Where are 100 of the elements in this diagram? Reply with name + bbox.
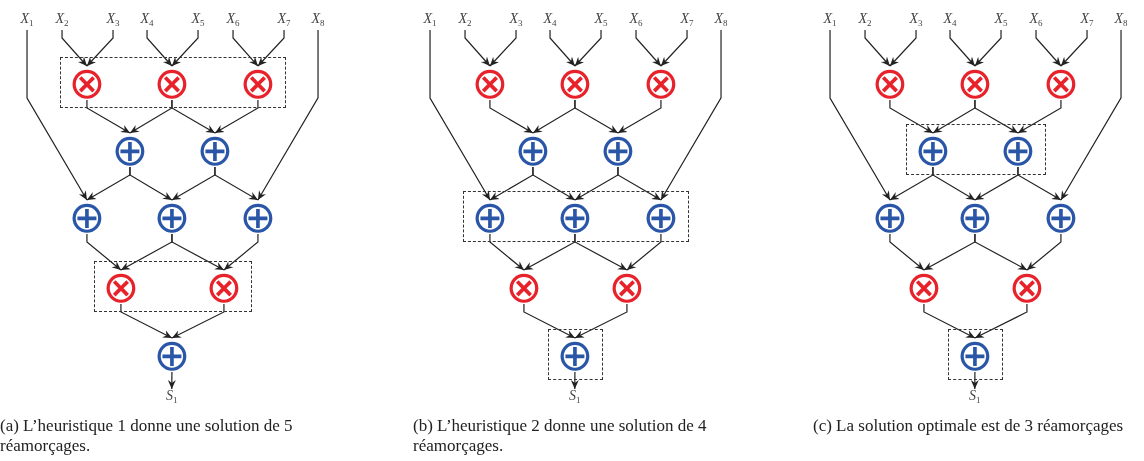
arrow — [864, 29, 891, 67]
arrow — [549, 29, 576, 67]
operator-symbol: ⊕ — [956, 338, 994, 372]
operator-symbol: ⊗ — [153, 66, 191, 100]
input-label: X$_{1}$ — [423, 12, 437, 30]
arrow — [489, 233, 525, 271]
input-label: X$_{4}$ — [943, 12, 957, 30]
arrow — [974, 233, 1028, 271]
arrow — [1035, 29, 1062, 67]
operator-symbol: ⊕ — [642, 200, 680, 234]
input-label: X$_{4}$ — [543, 12, 557, 30]
arrow — [523, 303, 576, 339]
arrow — [1060, 29, 1122, 201]
operator-symbol: ⊕ — [196, 133, 234, 167]
arrow — [167, 371, 176, 390]
arrow — [617, 99, 662, 134]
arrow — [86, 233, 122, 271]
input-label: X$_{5}$ — [994, 12, 1008, 30]
operator-symbol: ⊕ — [68, 200, 106, 234]
operator-symbol: ⊕ — [471, 200, 509, 234]
operator-symbol: ⊗ — [68, 66, 106, 100]
operator-symbol: ⊕ — [599, 133, 637, 167]
arrow — [171, 303, 225, 339]
caption: (c) La solution optimale est de 3 réamorçages — [813, 416, 1125, 436]
operator-symbol: ⊕ — [153, 200, 191, 234]
arrow — [889, 233, 925, 271]
input-label: X$_{7}$ — [277, 12, 291, 30]
arrow — [617, 166, 662, 201]
input-label: X$_{8}$ — [1114, 12, 1128, 30]
arrow — [829, 29, 891, 201]
caption: (b) L’heuristique 2 donne une solution de 4 réamorçages. — [413, 416, 708, 456]
operator-symbol: ⊕ — [153, 338, 191, 372]
arrow — [146, 29, 173, 67]
dashed-group-box — [947, 329, 1003, 380]
input-label: X$_{1}$ — [823, 12, 837, 30]
arrow — [223, 233, 259, 271]
operator-symbol: ⊗ — [905, 270, 943, 304]
operator-symbol: ⊕ — [871, 200, 909, 234]
input-label: X$_{3}$ — [509, 12, 523, 30]
input-label: X$_{7}$ — [680, 12, 694, 30]
arrow — [660, 29, 722, 201]
input-label: X$_{1}$ — [20, 12, 34, 30]
arrow — [635, 29, 662, 67]
arrow — [214, 166, 259, 201]
arrow — [574, 99, 619, 134]
output-label: S$_{1}$ — [569, 389, 581, 407]
input-label: X$_{3}$ — [909, 12, 923, 30]
input-label: X$_{3}$ — [106, 12, 120, 30]
input-label: X$_{6}$ — [226, 12, 240, 30]
arrow — [889, 99, 934, 134]
input-label: X$_{6}$ — [629, 12, 643, 30]
input-label: X$_{2}$ — [858, 12, 872, 30]
operator-symbol: ⊕ — [956, 200, 994, 234]
operator-symbol: ⊗ — [239, 66, 277, 100]
input-label: X$_{4}$ — [140, 12, 154, 30]
arrow — [889, 29, 917, 67]
arrow — [1017, 166, 1062, 201]
arrow — [660, 29, 688, 67]
operator-symbol: ⊕ — [514, 133, 552, 167]
arrow — [257, 29, 319, 201]
dashed-group-box — [462, 191, 689, 242]
arrow — [489, 29, 517, 67]
arrow — [129, 166, 173, 201]
operator-symbol: ⊗ — [642, 66, 680, 100]
operator-symbol: ⊕ — [556, 200, 594, 234]
output-label: S$_{1}$ — [969, 389, 981, 407]
input-label: X$_{7}$ — [1080, 12, 1094, 30]
operator-symbol: ⊗ — [871, 66, 909, 100]
arrow — [570, 371, 579, 390]
arrow — [949, 29, 976, 67]
operator-symbol: ⊕ — [239, 200, 277, 234]
input-label: X$_{8}$ — [714, 12, 728, 30]
arrow — [120, 303, 173, 339]
operator-symbol: ⊗ — [1042, 66, 1080, 100]
arrow — [489, 99, 534, 134]
operator-symbol: ⊗ — [1008, 270, 1046, 304]
arrow — [1017, 99, 1062, 134]
input-label: X$_{2}$ — [458, 12, 472, 30]
operator-symbol: ⊕ — [914, 133, 952, 167]
arrow — [26, 29, 88, 201]
arrow — [257, 29, 285, 67]
arrow — [974, 99, 1019, 134]
arrow — [171, 233, 225, 271]
operator-symbol: ⊕ — [556, 338, 594, 372]
arrow — [970, 371, 979, 390]
arrow — [574, 303, 628, 339]
arrow — [1060, 29, 1088, 67]
arrow — [61, 29, 88, 67]
arrow — [923, 303, 976, 339]
arrow — [532, 166, 576, 201]
arrow — [974, 29, 1002, 67]
arrow — [1026, 233, 1062, 271]
operator-symbol: ⊗ — [471, 66, 509, 100]
arrow — [574, 29, 602, 67]
arrow — [464, 29, 491, 67]
arrow — [86, 99, 131, 134]
input-label: X$_{6}$ — [1029, 12, 1043, 30]
input-label: X$_{5}$ — [594, 12, 608, 30]
arrow — [574, 233, 628, 271]
operator-symbol: ⊗ — [505, 270, 543, 304]
